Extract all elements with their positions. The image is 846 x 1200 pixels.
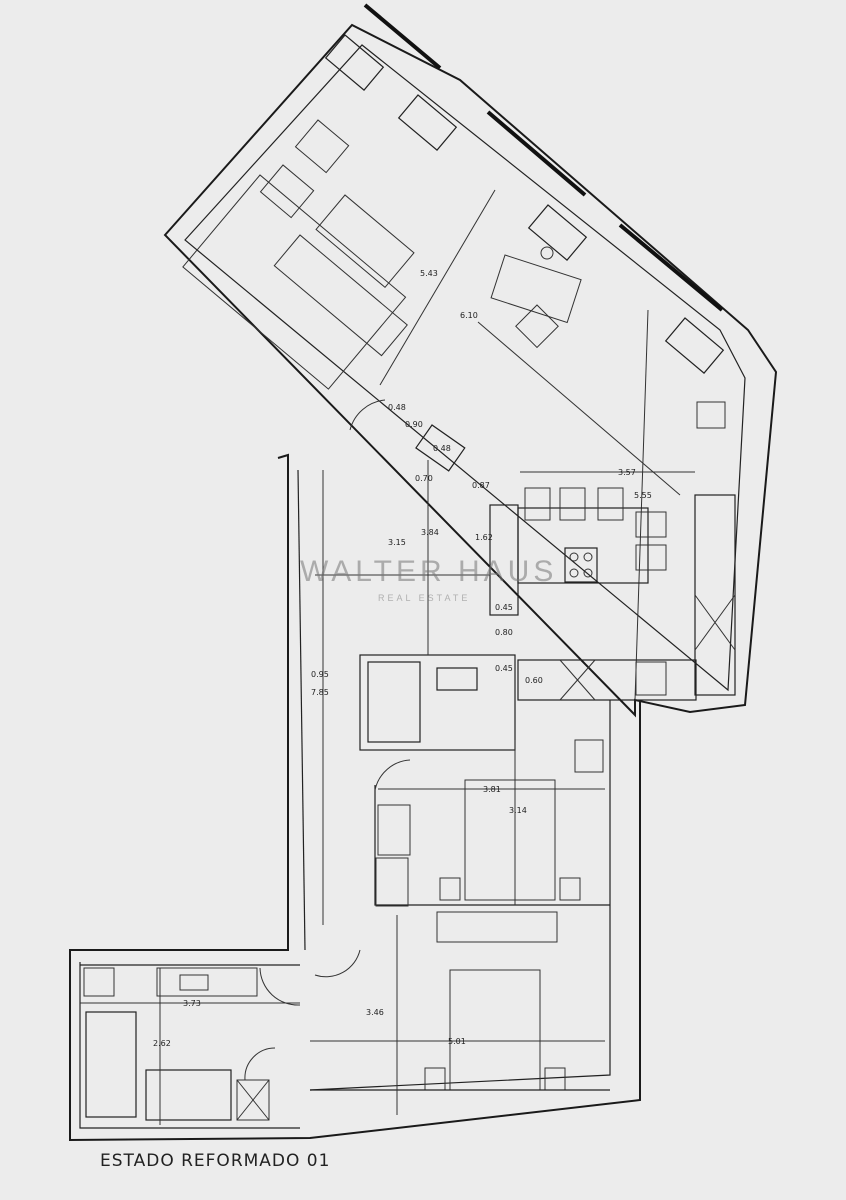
dim-bed1-width: 5.01 xyxy=(448,1037,466,1046)
dim-corridor-length: 7.85 xyxy=(311,688,329,697)
dim-living-long: 6.10 xyxy=(460,311,478,320)
dim-living-diag: 5.43 xyxy=(420,269,438,278)
dim-bath-width: 3.73 xyxy=(183,999,201,1008)
dimension-labels: 5.43 6.10 0.48 0.90 0.48 0.70 0.87 3.57 … xyxy=(153,269,652,1048)
dim-island-length: 1.62 xyxy=(475,533,493,542)
watermark-brand: WALTER HAUS xyxy=(300,555,557,588)
doors xyxy=(244,399,411,1081)
dim-door-b: 0.90 xyxy=(405,420,423,429)
column xyxy=(415,424,466,472)
dim-island-width: 0.45 xyxy=(495,603,513,612)
living-room xyxy=(163,3,778,718)
apartment-walls xyxy=(69,453,641,1142)
dim-kitchen-width: 3.57 xyxy=(618,468,636,477)
dim-aisle: 0.80 xyxy=(495,628,513,637)
dim-col-island: 0.87 xyxy=(472,481,490,490)
dim-bed2-width: 3.81 xyxy=(483,785,501,794)
dim-bath-depth: 2.62 xyxy=(153,1039,171,1048)
dim-bed1-depth: 3.46 xyxy=(366,1008,384,1017)
dim-kitchen-depth: 5.55 xyxy=(634,491,652,500)
dim-corridor-width: 0.95 xyxy=(311,670,329,679)
dim-column: 0.48 xyxy=(433,444,451,453)
dim-counter-gap: 0.45 xyxy=(495,664,513,673)
watermark-tagline: REAL ESTATE xyxy=(378,593,470,603)
dim-hall-width: 3.15 xyxy=(388,538,406,547)
dim-counter-depth: 0.60 xyxy=(525,676,543,685)
dim-col-gap: 0.70 xyxy=(415,474,433,483)
plan-title: ESTADO REFORMADO 01 xyxy=(100,1151,330,1171)
kitchen xyxy=(489,487,736,701)
dim-hall-height: 3.84 xyxy=(421,528,439,537)
dim-door-a: 0.48 xyxy=(388,403,406,412)
dim-bed2-depth: 3.14 xyxy=(509,806,527,815)
